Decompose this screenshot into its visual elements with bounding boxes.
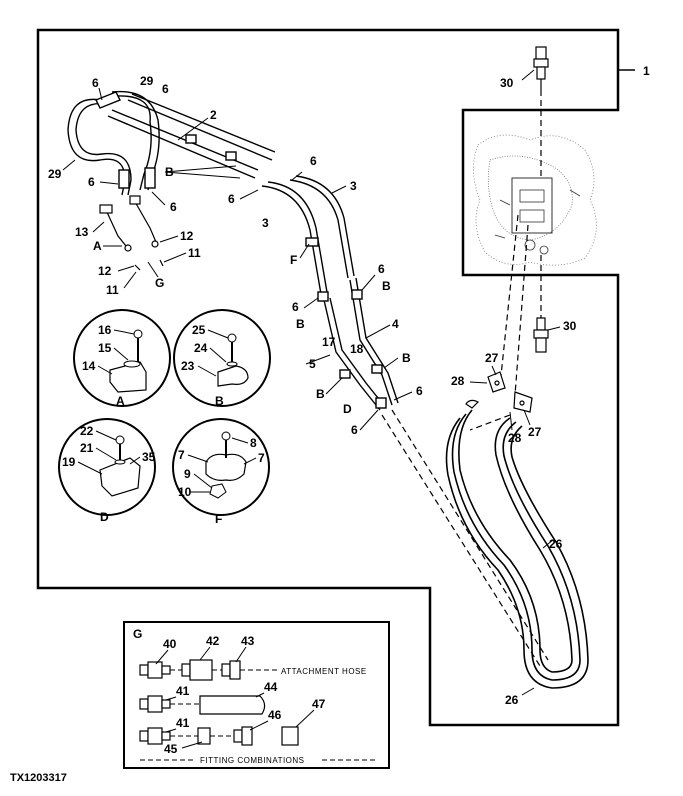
detail-f-part-3: 7: [258, 451, 265, 465]
fitting-part-7: 46: [268, 708, 282, 722]
callout-12b: 12: [98, 264, 112, 278]
detail-circle-f: 8 7 7 9 10 F: [172, 418, 270, 526]
fitting-box-g: G: [123, 621, 390, 769]
callout-5: 5: [309, 357, 316, 371]
detail-a-part-2: 15: [98, 341, 112, 355]
hose-26: [445, 409, 589, 689]
detail-circle-d: 22 21 19 35 D: [58, 418, 156, 524]
callout-18: 18: [350, 342, 364, 356]
figure-id: TX1203317: [10, 772, 67, 784]
callout-6h: 6: [292, 300, 299, 314]
callout-6b: 6: [162, 82, 169, 96]
fitting-part-5: 44: [264, 680, 278, 694]
detail-d-part-2: 21: [80, 441, 94, 455]
callout-1: 1: [643, 64, 650, 78]
callout-27a: 27: [485, 351, 499, 365]
callout-F: F: [290, 253, 297, 267]
callout-6a: 6: [92, 76, 99, 90]
callout-2: 2: [210, 108, 217, 122]
pipes-2: [107, 93, 276, 179]
callout-29a: 29: [140, 74, 154, 88]
valve-to-bracket-dashes: [469, 214, 529, 431]
callout-B1: B: [165, 165, 174, 179]
callout-D: D: [343, 402, 352, 416]
callout-G: G: [155, 276, 164, 290]
attachment-hose-label: ATTACHMENT HOSE: [281, 667, 367, 676]
callout-6j: 6: [351, 423, 358, 437]
detail-circle-a: 16 15 14 A: [73, 309, 171, 408]
fitting-part-9: 45: [164, 742, 178, 756]
small-parts-cluster: [99, 195, 164, 271]
callout-13: 13: [75, 225, 89, 239]
callout-12a: 12: [180, 229, 194, 243]
fitting-part-1: 40: [163, 637, 177, 651]
detail-a-part-3: 14: [82, 359, 96, 373]
fitting-part-4: 41: [176, 684, 190, 698]
detail-b-part-1: 25: [192, 323, 206, 337]
callout-28a: 28: [451, 374, 465, 388]
callout-11a: 11: [188, 246, 201, 260]
pipes-4-5: [317, 277, 399, 411]
callout-B3: B: [296, 317, 305, 331]
callout-11b: 11: [106, 283, 119, 297]
callout-6f: 6: [228, 192, 235, 206]
fitting-combinations-label: FITTING COMBINATIONS: [200, 756, 305, 765]
callout-29b: 29: [48, 167, 62, 181]
callout-6e: 6: [310, 154, 317, 168]
callout-17: 17: [322, 335, 336, 349]
fitting-30-top: [533, 46, 549, 90]
detail-b-part-2: 24: [194, 341, 208, 355]
fitting-part-3: 43: [241, 634, 255, 648]
callout-26b: 26: [505, 693, 519, 707]
detail-f-part-1: 8: [250, 436, 257, 450]
valve-block: [473, 134, 597, 266]
detail-a-letter: A: [116, 394, 125, 408]
callout-26a: 26: [549, 537, 563, 551]
detail-f-part-4: 9: [184, 467, 191, 481]
fitting-30-bottom: [533, 317, 549, 353]
detail-d-part-4: 35: [142, 450, 156, 464]
detail-d-letter: D: [100, 510, 109, 524]
callout-6i: 6: [416, 384, 423, 398]
bracket-27: [465, 371, 533, 413]
callout-6c: 6: [88, 175, 95, 189]
fitting-part-2: 42: [206, 634, 220, 648]
callout-30a: 30: [500, 76, 514, 90]
callout-B5: B: [316, 387, 325, 401]
pipe-to-hose-dashes: [381, 409, 549, 667]
detail-b-part-3: 23: [181, 359, 195, 373]
detail-d-part-3: 19: [62, 455, 76, 469]
fittings-letter: G: [133, 627, 142, 641]
detail-b-letter: B: [215, 394, 224, 408]
callout-B2: B: [382, 279, 391, 293]
callout-A: A: [93, 239, 102, 253]
callout-27b: 27: [528, 425, 542, 439]
detail-circle-b: 25 24 23 B: [173, 309, 271, 408]
callout-30b: 30: [563, 319, 577, 333]
callout-4: 4: [392, 317, 399, 331]
detail-f-part-5: 10: [178, 485, 192, 499]
detail-d-part-1: 22: [80, 424, 94, 438]
main-frame: [36, 28, 620, 727]
detail-a-part-1: 16: [98, 323, 112, 337]
callout-3a: 3: [350, 179, 357, 193]
callout-3b: 3: [262, 216, 269, 230]
detail-f-letter: F: [215, 512, 222, 526]
callout-6g: 6: [378, 262, 385, 276]
detail-f-part-2: 7: [178, 448, 185, 462]
hoses-29: [67, 90, 160, 196]
pipes-3: [261, 175, 355, 301]
callout-B4: B: [402, 351, 411, 365]
callout-6d: 6: [170, 200, 177, 214]
fitting-part-6: 41: [176, 716, 190, 730]
fitting-part-8: 47: [312, 697, 326, 711]
